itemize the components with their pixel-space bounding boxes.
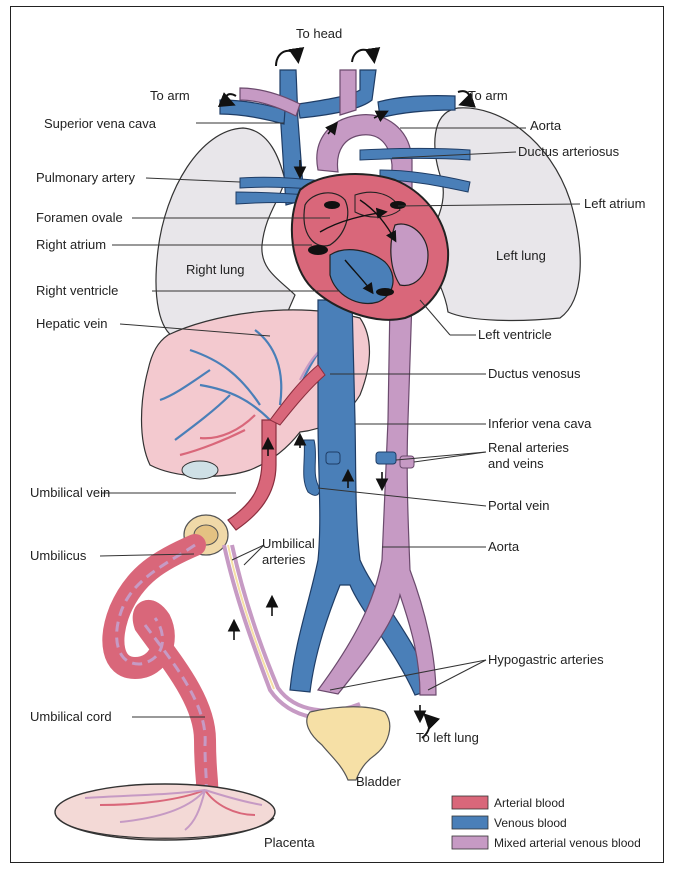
legend-swatch-venous: [452, 816, 488, 829]
label-to-arm-right: To arm: [468, 88, 508, 103]
label-left-ventricle: Left ventricle: [478, 327, 552, 342]
umbilical-cord: [113, 545, 207, 790]
label-hypogastric-arteries: Hypogastric arteries: [488, 652, 604, 667]
label-hepatic-vein: Hepatic vein: [36, 316, 108, 331]
label-left-lung: Left lung: [496, 248, 546, 263]
legend-swatch-arterial: [452, 796, 488, 809]
legend-label-mixed: Mixed arterial venous blood: [494, 836, 641, 850]
label-umbilical-vein: Umbilical vein: [30, 485, 110, 500]
renal-vein-stub-right: [376, 452, 396, 464]
renal-artery-stub: [400, 456, 414, 468]
label-renal-line2: and veins: [488, 456, 544, 471]
legend-label-venous: Venous blood: [494, 816, 567, 830]
gallbladder: [182, 461, 218, 479]
label-ductus-venosus: Ductus venosus: [488, 366, 581, 381]
left-lung: [420, 108, 580, 321]
label-umbilical-arteries-line2: arteries: [262, 552, 306, 567]
label-renal-line1: Renal arteries: [488, 440, 569, 455]
label-portal-vein: Portal vein: [488, 498, 549, 513]
label-ductus-arteriosus: Ductus arteriosus: [518, 144, 620, 159]
label-umbilicus: Umbilicus: [30, 548, 87, 563]
label-pulmonary-artery: Pulmonary artery: [36, 170, 135, 185]
label-aorta-top: Aorta: [530, 118, 562, 133]
bladder: [307, 707, 390, 780]
label-right-lung: Right lung: [186, 262, 245, 277]
label-left-atrium: Left atrium: [584, 196, 645, 211]
legend-label-arterial: Arterial blood: [494, 796, 565, 810]
label-superior-vena-cava: Superior vena cava: [44, 116, 157, 131]
label-foramen-ovale: Foramen ovale: [36, 210, 123, 225]
label-right-atrium: Right atrium: [36, 237, 106, 252]
portal-vein: [304, 440, 320, 495]
label-to-arm-left: To arm: [150, 88, 190, 103]
label-bladder: Bladder: [356, 774, 401, 789]
right-lung: [156, 128, 295, 338]
legend-swatch-mixed: [452, 836, 488, 849]
label-aorta-bottom: Aorta: [488, 539, 520, 554]
label-umbilical-arteries-line1: Umbilical: [262, 536, 315, 551]
label-placenta: Placenta: [264, 835, 315, 850]
legend: Arterial blood Venous blood Mixed arteri…: [452, 796, 641, 850]
renal-vein-stub-left: [326, 452, 340, 464]
label-to-left-lung: To left lung: [416, 730, 479, 745]
label-to-head: To head: [296, 26, 342, 41]
label-right-ventricle: Right ventricle: [36, 283, 118, 298]
label-umbilical-cord: Umbilical cord: [30, 709, 112, 724]
label-inferior-vena-cava: Inferior vena cava: [488, 416, 592, 431]
